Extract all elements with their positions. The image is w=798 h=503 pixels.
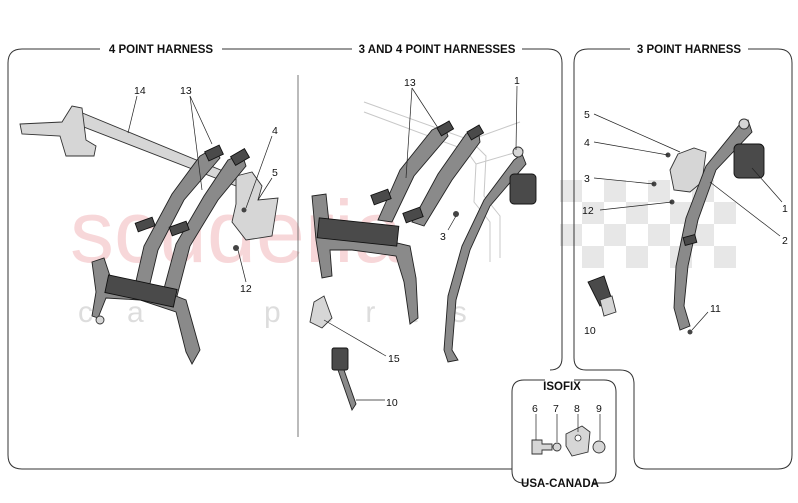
callout-7: 7 [553, 403, 559, 415]
callout-10-middle: 10 [386, 397, 398, 409]
screw-4 [241, 207, 247, 213]
c-retractor [733, 143, 765, 179]
callout-15: 15 [388, 353, 400, 365]
isofix-bracket-hole [574, 434, 582, 442]
checkered-flag-icon [560, 180, 736, 268]
lap-anchor-bolt [95, 315, 105, 325]
callout-14: 14 [134, 85, 146, 97]
frame-right [573, 48, 793, 470]
title-4-point-harness: 4 POINT HARNESS [109, 44, 213, 56]
callout-5-left: 5 [272, 167, 278, 179]
title-3-and-4-point-harnesses: 3 AND 4 POINT HARNESSES [359, 44, 516, 56]
c-guide-loop [738, 118, 750, 130]
b-slider-left [370, 188, 392, 206]
b-adjuster-right [466, 124, 485, 141]
callout-11: 11 [710, 303, 721, 315]
leaders-isofix [535, 414, 601, 442]
three-point-harness-drawing [587, 118, 765, 335]
title-isofix: ISOFIX [543, 381, 581, 393]
c-shoulder-belt [673, 119, 753, 331]
title-3-point-harness: 3 POINT HARNESS [637, 44, 741, 56]
isofix-drawing [531, 425, 606, 457]
seat-buckle-10 [331, 347, 349, 371]
b-harness-buckle [316, 217, 400, 247]
b-adjuster-left [436, 120, 455, 137]
callout-10-right: 10 [584, 325, 596, 337]
leaders-3-point [593, 113, 783, 331]
callout-4-left: 4 [272, 125, 278, 137]
harness-buckle [104, 274, 178, 308]
right-mount-bracket [231, 171, 279, 241]
isofix-washer-7 [552, 442, 562, 452]
callout-3-middle: 3 [440, 231, 446, 243]
strap-slider-left [134, 216, 156, 233]
strap-adjuster-right [229, 148, 251, 166]
callout-13-middle: 13 [404, 77, 416, 89]
callout-9: 9 [596, 403, 602, 415]
callout-3-right: 3 [584, 173, 590, 185]
b-inertia-belt [443, 153, 527, 363]
screw-12 [233, 245, 239, 251]
strap-slider-right [168, 220, 190, 237]
callout-1-right: 1 [782, 203, 788, 215]
title-usa-canada: USA-CANADA [521, 478, 599, 490]
frame-isofix [511, 379, 617, 484]
anchor-bracket-15 [309, 295, 333, 329]
left-mount-bracket [19, 105, 97, 157]
b-left-shoulder-strap [377, 123, 449, 223]
b-retractor [509, 173, 537, 205]
callout-4-right: 4 [584, 137, 590, 149]
callout-2: 2 [782, 235, 788, 247]
four-point-harness-drawing [19, 105, 279, 365]
callout-8: 8 [574, 403, 580, 415]
callout-12-right: 12 [582, 205, 594, 217]
callout-5-right: 5 [584, 109, 590, 121]
c-screw-11 [687, 329, 693, 335]
b-guide-loop [512, 146, 524, 158]
b-slider-right [402, 206, 424, 224]
isofix-bolt-6 [531, 439, 553, 455]
isofix-spacer-9 [592, 440, 606, 454]
section-frames [7, 48, 793, 484]
frame-left [7, 48, 563, 470]
leaders-4-point [127, 95, 273, 283]
seat-frame-outline [363, 101, 525, 262]
strap-adjuster-left [204, 144, 224, 162]
watermark-tagline: car parts [78, 296, 501, 329]
callout-1-middle: 1 [514, 75, 520, 87]
callout-13-left: 13 [180, 85, 192, 97]
c-buckle-base [599, 295, 617, 317]
callout-6: 6 [532, 403, 538, 415]
leaders-3-4-point [323, 85, 518, 401]
buckle-stalk [337, 369, 357, 412]
three-four-point-drawing [309, 101, 537, 412]
c-mount-bracket [669, 147, 707, 193]
callout-12-left: 12 [240, 283, 252, 295]
c-belt-stop [682, 234, 698, 246]
b-screw-3 [453, 211, 459, 217]
